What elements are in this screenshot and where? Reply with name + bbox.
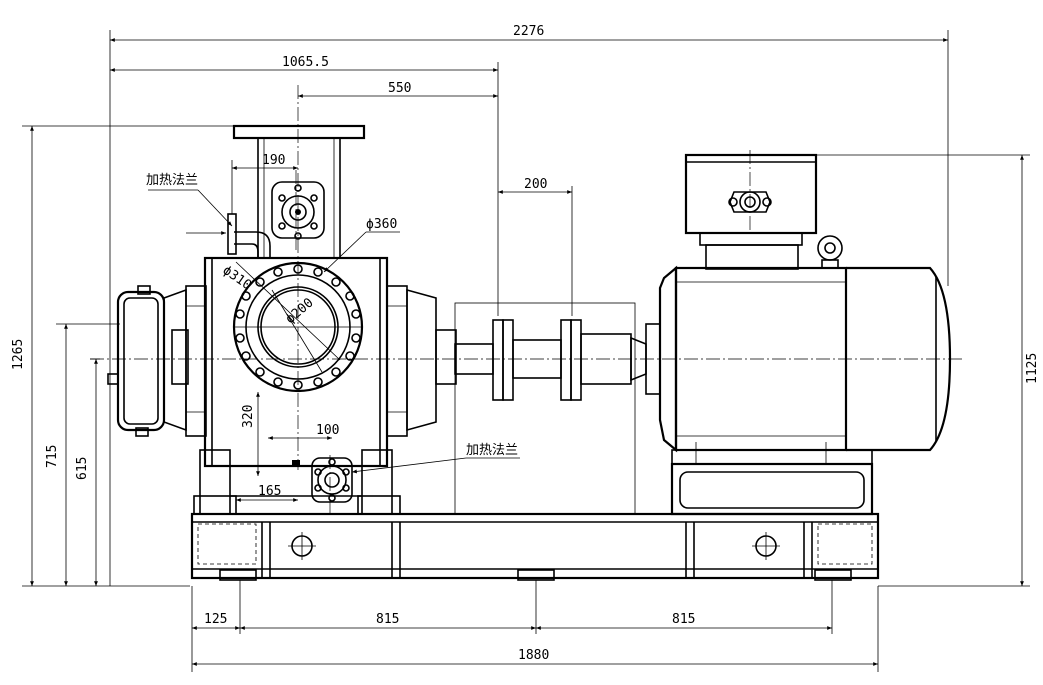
suction-flange [292, 457, 353, 503]
dimension-lines [22, 30, 1030, 672]
left-cover [107, 285, 207, 437]
dim-motor-height: 1125 [1025, 353, 1040, 384]
dim-base-span-1: 815 [376, 612, 399, 627]
dim-overall-length: 2276 [513, 24, 544, 39]
heating-flange-label-bottom: 加热法兰 [466, 443, 518, 458]
heating-flange-label-top: 加热法兰 [146, 173, 198, 188]
dimension-labels: 2276 1065.5 550 190 ϕ360 200 ϕ310 ϕ200 1… [11, 24, 1040, 663]
dim-flange-pcd: ϕ310 [220, 263, 254, 293]
dim-base-left: 125 [204, 612, 227, 627]
dim-outlet-diameter: ϕ360 [366, 217, 397, 232]
dim-shaft-height: 715 [45, 445, 60, 468]
dim-base-span-2: 815 [672, 612, 695, 627]
dim-coupling-length: 200 [524, 177, 547, 192]
coupling [454, 319, 661, 401]
right-cover [386, 285, 457, 437]
dim-pump-offset: 1065.5 [282, 55, 329, 70]
dim-suction-width: 100 [316, 423, 339, 438]
dim-total-height: 1265 [11, 339, 26, 370]
dim-outlet-offset: 190 [262, 153, 285, 168]
dim-foot-offset: 165 [258, 484, 281, 499]
motor [658, 153, 952, 516]
dim-suction-depth: 320 [241, 405, 256, 428]
dim-base-length: 1880 [518, 648, 549, 663]
base-frame [190, 302, 880, 581]
large-flange [232, 261, 364, 393]
dim-shaft-gap: 550 [388, 81, 411, 96]
dim-suction-height: 615 [75, 457, 90, 480]
